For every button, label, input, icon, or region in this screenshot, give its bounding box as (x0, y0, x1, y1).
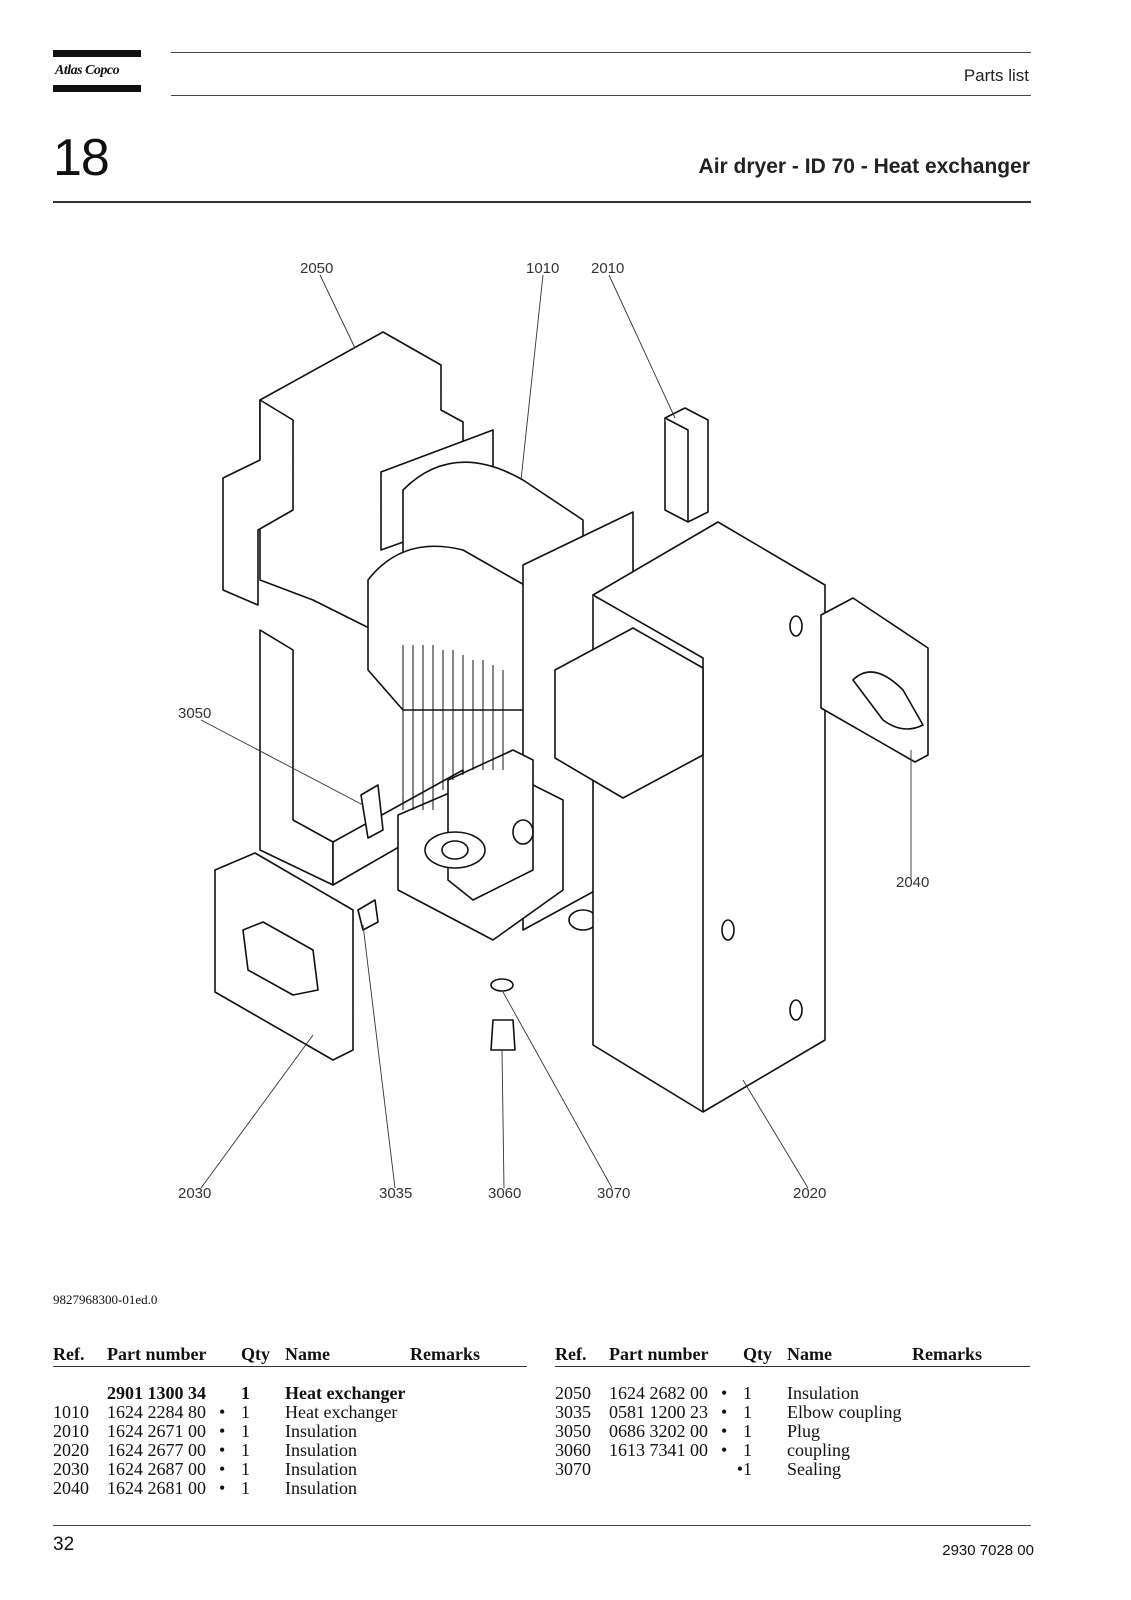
col-ref-header: Ref. (53, 1345, 107, 1367)
table-row: 3035 0581 1200 23 • 1 Elbow coupling (555, 1402, 902, 1422)
brand-logo: Atlas Copco (53, 50, 141, 94)
page-title: Air dryer - ID 70 - Heat exchanger (698, 155, 1030, 178)
col-ref-header: Ref. (555, 1345, 609, 1367)
table-row: 2010 1624 2671 00 • 1 Insulation (53, 1421, 357, 1441)
callout-2020: 2020 (793, 1185, 826, 1202)
parts-table-left: Ref. Part number Qty Name Remarks 2901 1… (53, 1345, 527, 1498)
logo-bottom-bar (53, 85, 141, 92)
section-label: Parts list (963, 66, 1029, 85)
callout-leaders (200, 274, 912, 1189)
exploded-view-drawing: 2050 1010 2010 3050 2040 2030 3035 3060 … (163, 250, 963, 1240)
callout-3060: 3060 (488, 1185, 521, 1202)
brand-name: Atlas Copco (55, 63, 120, 78)
chapter-number: 18 (53, 129, 110, 187)
table-row: 1010 1624 2284 80 • 1 Heat exchanger (53, 1402, 398, 1422)
callout-1010: 1010 (526, 260, 559, 277)
heat-exchanger-fins (402, 645, 504, 810)
table-row: 2030 1624 2687 00 • 1 Insulation (53, 1459, 357, 1479)
part-2020-insulation (554, 521, 826, 1113)
part-2040-insulation (820, 597, 929, 763)
col-remarks-header: Remarks (410, 1345, 527, 1367)
document-id: 2930 7028 00 (942, 1542, 1034, 1559)
table-row: 3070 • 1 Sealing (555, 1459, 841, 1479)
callout-3035: 3035 (379, 1185, 412, 1202)
col-name-header: Name (285, 1345, 410, 1367)
col-qty-header: Qty (241, 1345, 285, 1367)
callout-2040: 2040 (896, 874, 929, 891)
table-row: 3050 0686 3202 00 • 1 Plug (555, 1421, 821, 1441)
col-qty-header: Qty (743, 1345, 787, 1367)
table-row: 3060 1613 7341 00 • 1 coupling (555, 1440, 850, 1460)
footer-rule (53, 1525, 1031, 1526)
callout-2010: 2010 (591, 260, 624, 277)
table-row: 2020 1624 2677 00 • 1 Insulation (53, 1440, 357, 1460)
callout-2050: 2050 (300, 260, 333, 277)
title-rule (53, 201, 1031, 203)
exploded-view-svg: 2050 1010 2010 3050 2040 2030 3035 3060 … (178, 260, 929, 1202)
callout-2030: 2030 (178, 1185, 211, 1202)
table-row: 2040 1624 2681 00 • 1 Insulation (53, 1478, 357, 1498)
table-header-row: Ref. Part number Qty Name Remarks (555, 1345, 1030, 1367)
page-number: 32 (53, 1534, 75, 1555)
table-row: 2901 1300 34 1 Heat exchanger (107, 1383, 406, 1403)
callout-3050: 3050 (178, 705, 211, 722)
fittings-3035-3050-3060-3070 (357, 784, 516, 1051)
parts-table-right: Ref. Part number Qty Name Remarks 2050 1… (555, 1345, 1030, 1479)
callout-3070: 3070 (597, 1185, 630, 1202)
col-part-number-header: Part number (609, 1345, 721, 1367)
logo-top-bar (53, 50, 141, 57)
col-part-number-header: Part number (107, 1345, 219, 1367)
header-top-rule (171, 52, 1031, 53)
part-2030-insulation (214, 852, 354, 1061)
drawing-number: 9827968300-01ed.0 (53, 1292, 158, 1307)
col-remarks-header: Remarks (912, 1345, 1030, 1367)
part-2010-insulation (664, 407, 709, 523)
header-bottom-rule (171, 95, 1031, 96)
col-name-header: Name (787, 1345, 912, 1367)
table-header-row: Ref. Part number Qty Name Remarks (53, 1345, 527, 1367)
table-row: 2050 1624 2682 00 • 1 Insulation (555, 1383, 859, 1403)
